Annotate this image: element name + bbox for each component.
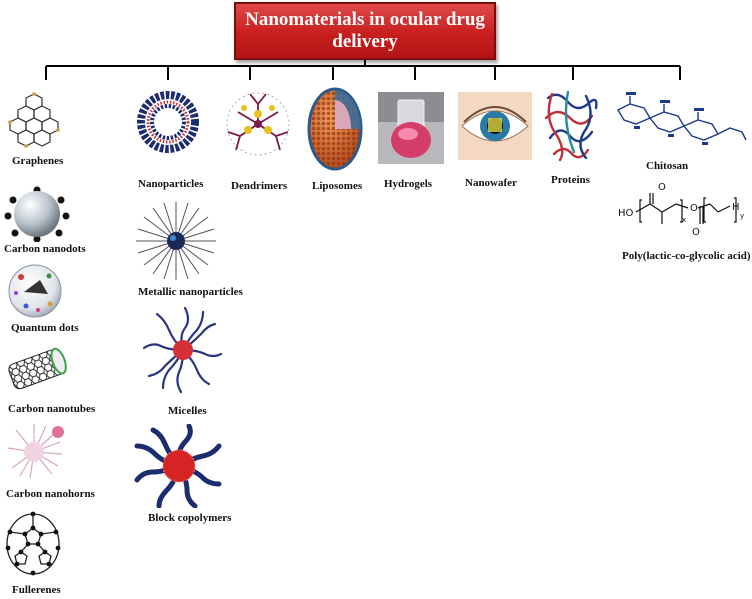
label-proteins: Proteins <box>551 174 590 186</box>
plga-structure-icon: HO O O O H x y <box>618 182 744 238</box>
svg-text:y: y <box>740 212 744 220</box>
block-copolymer-icon <box>134 424 222 508</box>
label-graphenes: Graphenes <box>12 155 64 167</box>
svg-text:O: O <box>692 227 700 238</box>
svg-text:O: O <box>690 203 698 214</box>
label-hydrogels: Hydrogels <box>384 178 433 190</box>
label-carbon-nanotubes: Carbon nanotubes <box>8 403 96 415</box>
hydrogel-icon <box>378 92 444 164</box>
diagram-title-box: Nanomaterials in ocular drug delivery <box>234 2 496 60</box>
label-fullerenes: Fullerenes <box>12 584 61 596</box>
label-plga: Poly(lactic-co-glycolic acid) <box>622 250 751 262</box>
metallic-nanoparticle-icon <box>136 202 216 280</box>
nanowafer-eye-icon <box>458 92 532 160</box>
label-chitosan: Chitosan <box>646 160 689 172</box>
svg-text:x: x <box>682 216 686 224</box>
label-quantum-dots: Quantum dots <box>11 322 79 334</box>
label-block-copolymers: Block copolymers <box>148 512 232 524</box>
label-metallic-nanoparticles: Metallic nanoparticles <box>138 286 243 298</box>
label-nanoparticles: Nanoparticles <box>138 178 204 190</box>
svg-text:HO: HO <box>618 208 634 219</box>
carbon-nanohorn-icon <box>7 424 64 479</box>
label-carbon-nanodots: Carbon nanodots <box>4 243 86 255</box>
carbon-nanotube-icon <box>8 347 67 390</box>
dendrimer-icon <box>226 92 290 156</box>
liposome-icon <box>307 87 363 171</box>
fullerene-icon <box>5 511 61 576</box>
graphene-icon <box>8 92 60 148</box>
micelle-icon <box>142 306 223 394</box>
diagram-title: Nanomaterials in ocular drug delivery <box>245 9 485 52</box>
protein-icon <box>544 90 598 162</box>
carbon-nanodot-icon <box>4 186 70 242</box>
quantum-dot-icon <box>8 264 62 318</box>
label-micelles: Micelles <box>168 405 207 417</box>
label-nanowafer: Nanowafer <box>465 177 517 189</box>
chitosan-structure-icon <box>617 92 747 145</box>
nanoparticle-icon <box>137 91 199 153</box>
svg-text:O: O <box>658 182 666 193</box>
label-liposomes: Liposomes <box>312 180 363 192</box>
label-carbon-nanohorns: Carbon nanohorns <box>6 488 95 500</box>
label-dendrimers: Dendrimers <box>231 180 288 192</box>
